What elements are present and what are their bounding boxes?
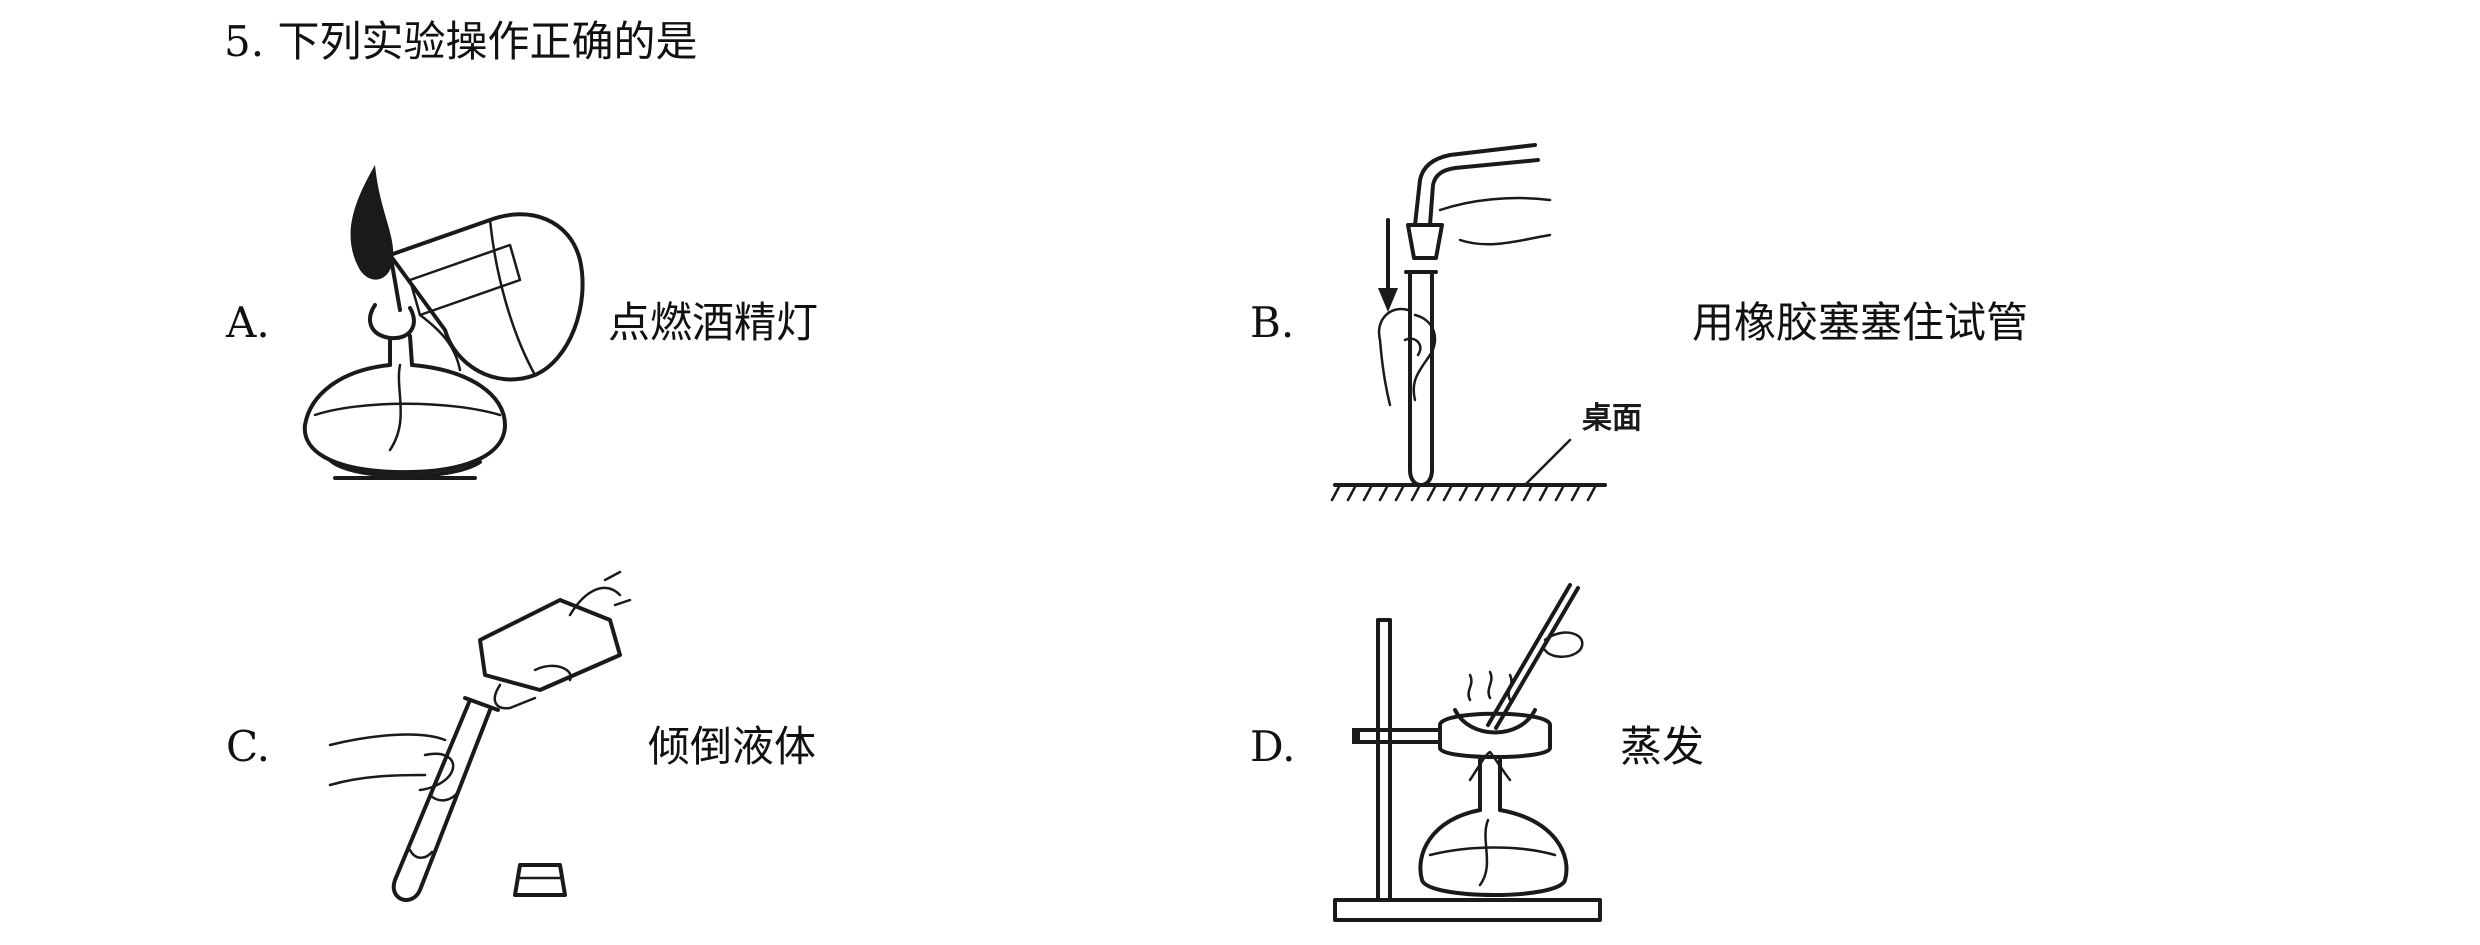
option-b-caption: 用橡胶塞塞住试管 xyxy=(1692,298,2028,348)
option-c-figure-pouring-liquid xyxy=(320,560,640,910)
question-number: 5. xyxy=(224,17,264,66)
option-d-figure-evaporation xyxy=(1330,580,1610,930)
option-b-table-label: 桌面 xyxy=(1582,401,1642,436)
question-text: 下列实验操作正确的是 xyxy=(277,17,697,66)
option-d-caption: 蒸发 xyxy=(1620,722,1704,772)
option-b-letter[interactable]: B. xyxy=(1250,298,1294,348)
option-d-letter[interactable]: D. xyxy=(1250,722,1296,772)
option-c-caption: 倾倒液体 xyxy=(648,722,816,772)
question-stem: 5. 下列实验操作正确的是 xyxy=(224,14,697,70)
option-b-figure-test-tube-stopper: 桌面 xyxy=(1320,140,1620,520)
option-a-figure-alcohol-lamp xyxy=(280,160,600,490)
option-a-letter[interactable]: A. xyxy=(226,298,270,348)
option-c-letter[interactable]: C. xyxy=(226,722,270,772)
option-a-caption: 点燃酒精灯 xyxy=(608,298,818,348)
